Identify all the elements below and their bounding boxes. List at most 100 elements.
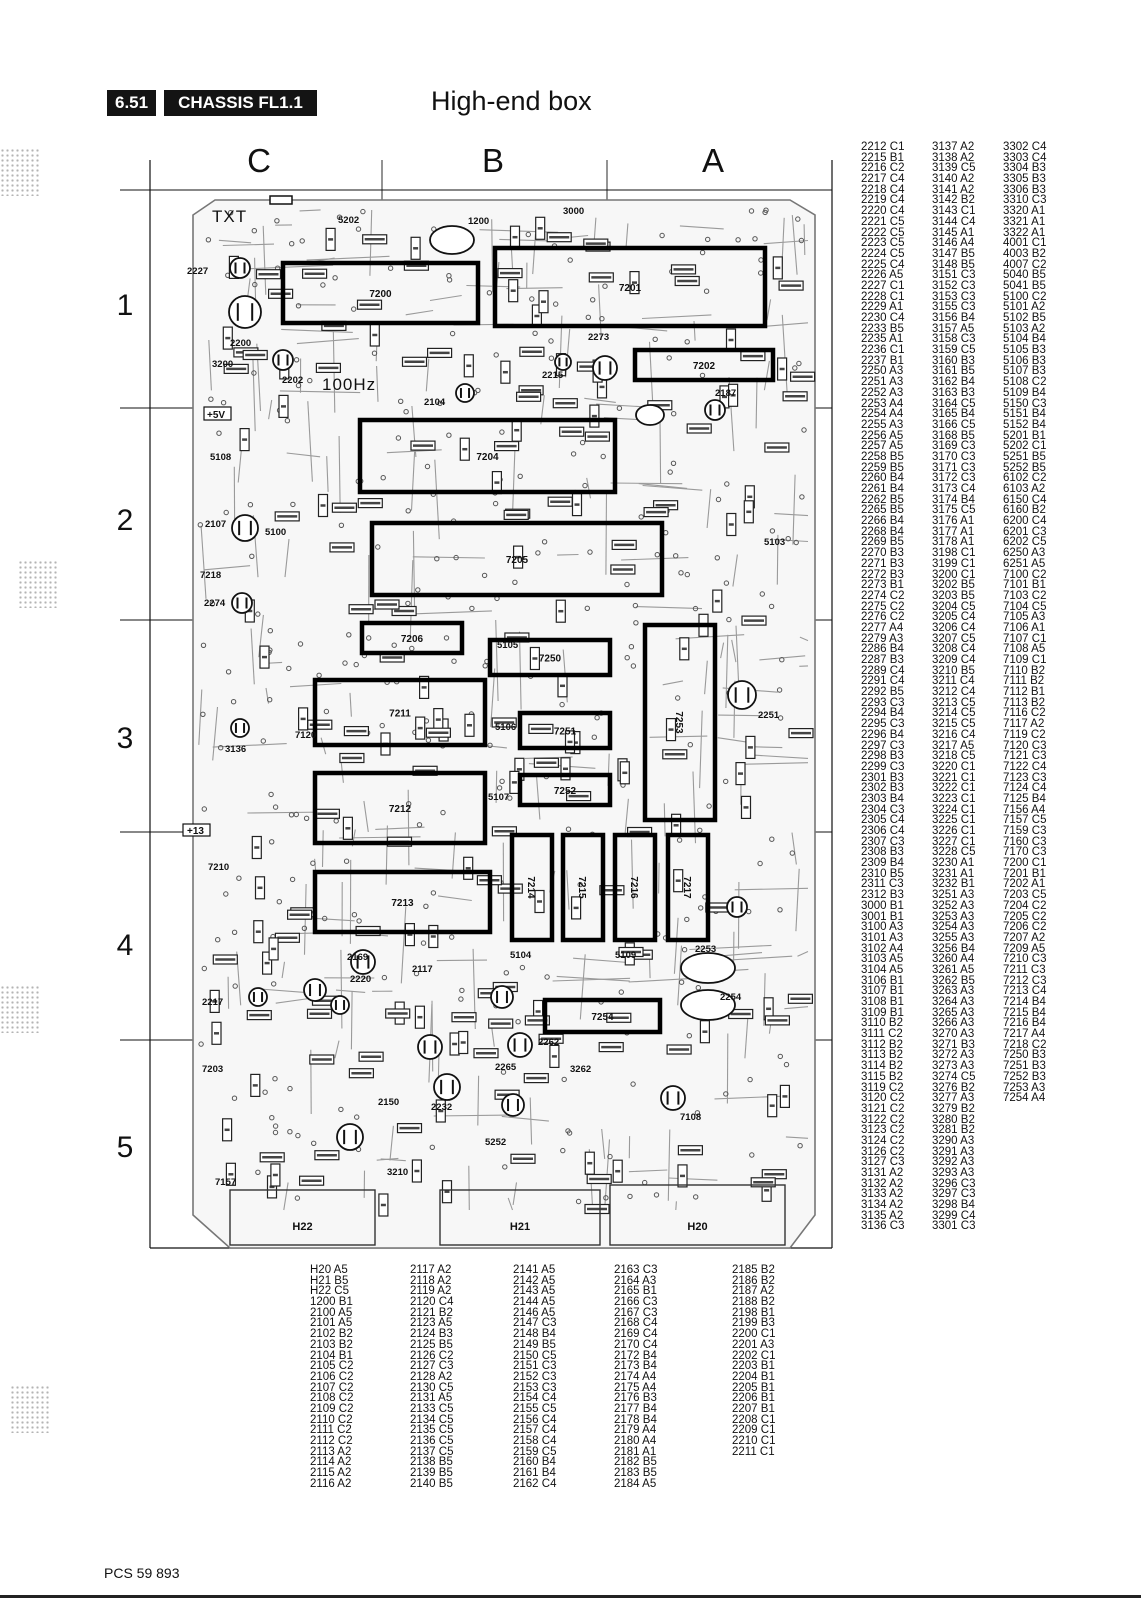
index-entry: 2277 A4	[861, 621, 904, 634]
via-pad	[535, 550, 541, 556]
via-pad	[200, 711, 206, 717]
capacitor-body	[507, 1032, 533, 1058]
index-entry: 3302 C4	[1003, 141, 1047, 153]
via-pad	[424, 463, 431, 470]
index-entry: 7117 A2	[1003, 718, 1045, 731]
trace	[766, 299, 772, 321]
index-entry: 2117 A2	[410, 1264, 452, 1276]
component-ref-3210: 3210	[387, 1167, 408, 1178]
via-pad	[446, 273, 452, 279]
trace	[649, 735, 708, 738]
trace	[286, 452, 321, 458]
via-pad	[795, 216, 801, 222]
via-pad	[295, 303, 302, 309]
via-pad	[801, 427, 807, 433]
index-entry: 3148 B5	[932, 258, 975, 271]
index-entry: 6201 C3	[1003, 525, 1047, 538]
via-pad	[793, 539, 799, 546]
index-entry: 2149 B5	[513, 1338, 556, 1351]
trace	[776, 534, 779, 585]
index-entry: 3135 A2	[861, 1209, 904, 1222]
via-pad	[723, 580, 730, 586]
ic-outline-7204	[357, 417, 618, 495]
index-entry: 3111 C2	[861, 1028, 903, 1041]
index-entry: 3218 C5	[932, 750, 976, 763]
trace	[791, 215, 798, 275]
component-ref-2104: 2104	[424, 397, 446, 408]
index-entry: 2126 C2	[410, 1349, 454, 1362]
component-ref-3262: 3262	[570, 1064, 591, 1075]
index-entry: 2252 A3	[861, 386, 904, 399]
index-entry: 7205 C2	[1003, 910, 1047, 923]
via-pad	[541, 539, 548, 545]
index-entry: 7204 C2	[1003, 899, 1047, 912]
trace	[512, 1182, 518, 1205]
component-ref-2220: 2220	[350, 974, 371, 985]
via-pad	[532, 330, 538, 336]
index-entry: 2311 C3	[861, 878, 904, 891]
index-entry: 7159 C3	[1003, 825, 1047, 837]
trace	[803, 224, 806, 256]
trace	[412, 556, 485, 559]
ic-outline-7215	[560, 832, 606, 943]
via-pad	[577, 881, 583, 888]
trace	[376, 1157, 399, 1161]
index-entry: 2139 B5	[410, 1467, 453, 1480]
index-entry: 7107 C1	[1003, 632, 1047, 645]
trace	[797, 950, 809, 957]
via-pad	[451, 658, 457, 664]
trace	[573, 957, 629, 964]
ic-outline-7212	[312, 770, 488, 846]
via-pad	[671, 411, 677, 417]
via-pad	[375, 544, 381, 550]
via-pad	[338, 522, 345, 528]
component-ref-7218: 7218	[200, 570, 221, 581]
index-entry: 2165 B1	[614, 1285, 657, 1298]
capacitor-body	[417, 1034, 443, 1060]
via-pad	[693, 1194, 699, 1200]
index-entry: 7108 A5	[1003, 643, 1046, 656]
index-entry: 7122 C4	[1003, 760, 1047, 773]
component-ref-2117: 2117	[412, 964, 433, 975]
index-entry: 2262 B5	[861, 493, 904, 506]
index-entry: 3208 C4	[932, 643, 976, 656]
ic-label-7215: 7215	[576, 876, 587, 899]
capacitor-body	[660, 1085, 686, 1111]
trace	[552, 977, 631, 982]
trace	[717, 737, 747, 743]
ic-outline-7250	[487, 637, 613, 678]
index-entry: 2223 C5	[861, 237, 905, 250]
index-entry: 3226 C1	[932, 825, 976, 837]
index-entry: 2218 C4	[861, 183, 905, 196]
index-entry: 3304 B3	[1003, 162, 1046, 175]
via-pad	[769, 528, 776, 534]
index-entry: 2100 A5	[310, 1306, 353, 1319]
via-pad	[406, 801, 412, 807]
trace	[785, 1136, 809, 1139]
via-pad	[380, 475, 386, 481]
trace	[268, 399, 273, 420]
connector-outline-H22	[229, 1189, 376, 1246]
index-entry: 3265 A3	[932, 1006, 975, 1019]
via-pad	[565, 826, 572, 832]
via-pad	[218, 745, 224, 751]
via-pad	[797, 1143, 803, 1149]
index-entry: 7157 C5	[1003, 814, 1047, 827]
index-entry: 5251 B5	[1003, 450, 1046, 463]
index-entry: 3255 A3	[932, 931, 975, 944]
index-entry: 2294 B4	[861, 707, 904, 720]
index-entry: 3207 C5	[932, 632, 976, 645]
index-entry: 5252 B5	[1003, 461, 1046, 474]
component-ref-5202: 5202	[338, 215, 359, 226]
trace	[262, 225, 267, 295]
trace	[725, 634, 729, 709]
document-code: PCS 59 893	[104, 1565, 180, 1581]
trace	[281, 961, 286, 979]
trace	[409, 560, 414, 640]
via-pad	[776, 687, 783, 693]
index-entry: 3276 B2	[932, 1081, 975, 1094]
via-pad	[251, 370, 257, 376]
index-entry: 6251 A5	[1003, 557, 1046, 570]
